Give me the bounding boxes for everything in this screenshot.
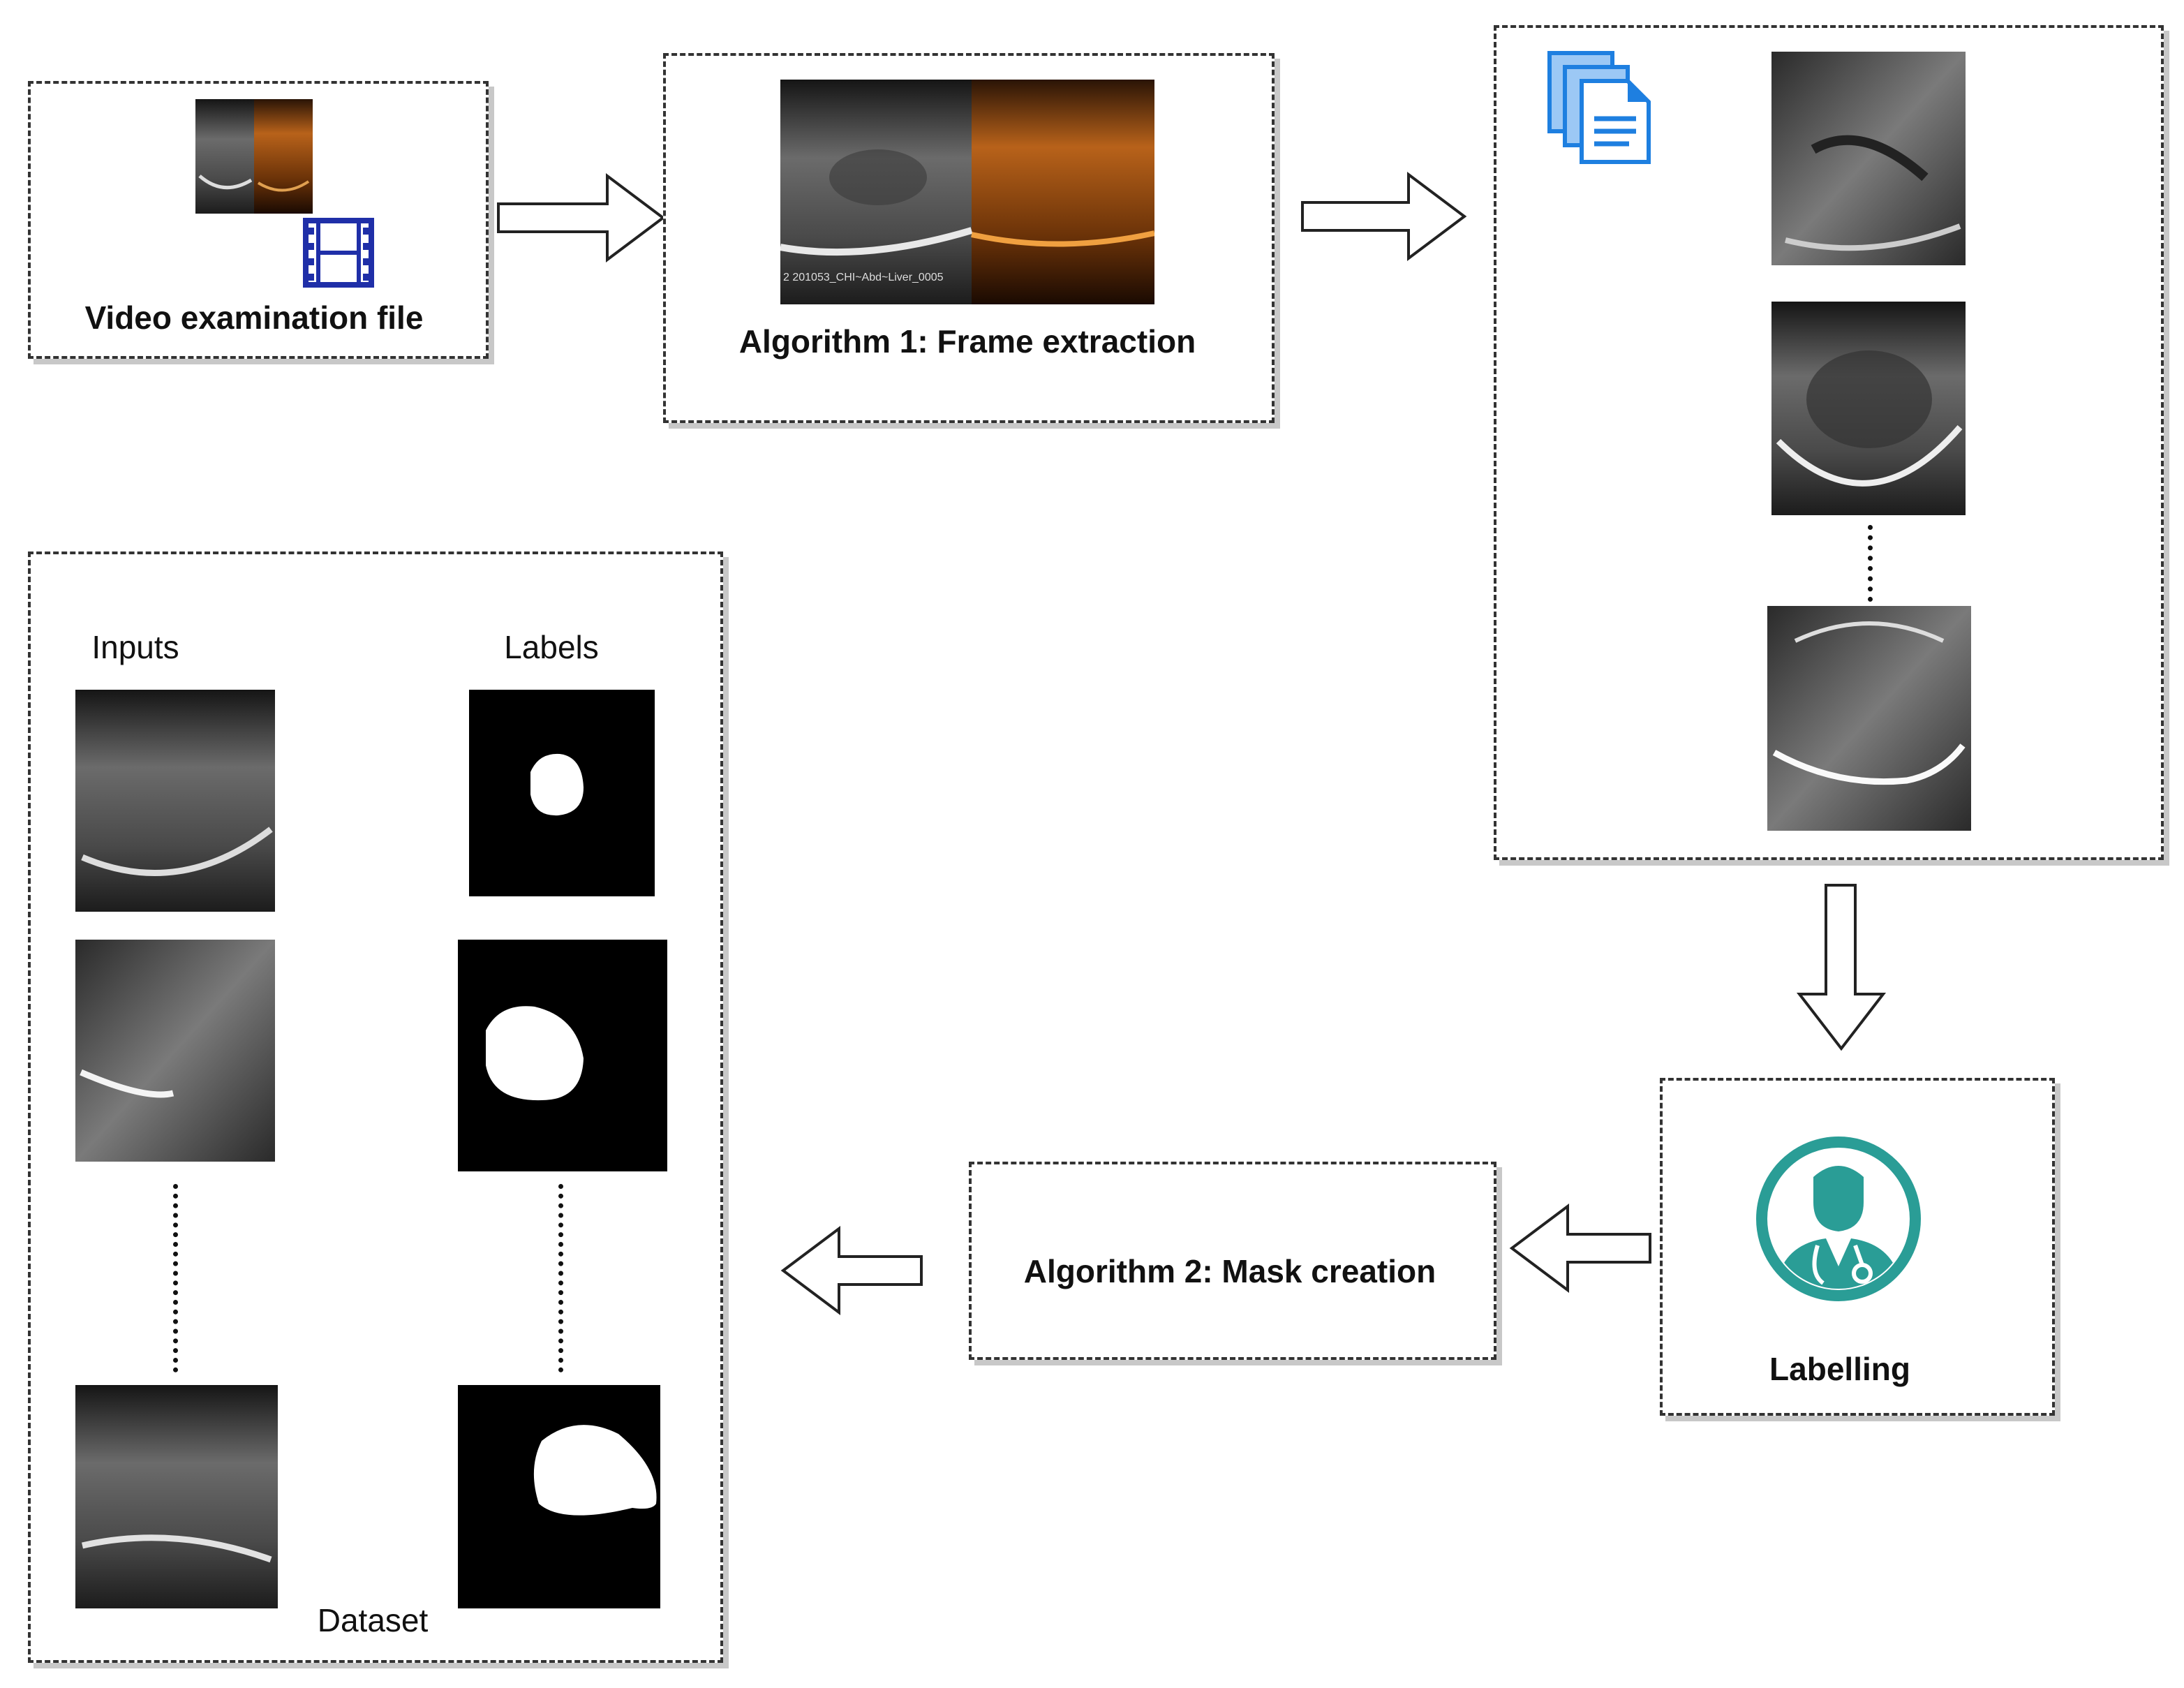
film-icon xyxy=(303,218,374,288)
dataset-caption: Dataset xyxy=(317,1602,429,1638)
extracted-frame-1 xyxy=(1771,52,1966,265)
frame-overlay-text: 2 201053_CHI~Abd~Liver_0005 xyxy=(783,272,944,283)
extracted-frame-3 xyxy=(1767,606,1971,831)
video-file-caption: Video examination file xyxy=(84,299,424,336)
arrow-left-1 xyxy=(1509,1204,1651,1293)
arrow-left-2 xyxy=(780,1226,923,1315)
arrow-right-2 xyxy=(1301,172,1467,261)
inputs-continuation-dots xyxy=(173,1184,178,1372)
frames-continuation-dots xyxy=(1868,525,1873,602)
doctor-icon xyxy=(1756,1137,1921,1301)
arrow-down xyxy=(1796,884,1887,1051)
mask-creation-box xyxy=(969,1162,1496,1360)
video-thumbnail xyxy=(195,99,313,214)
label-mask-3 xyxy=(458,1385,660,1608)
labels-continuation-dots xyxy=(558,1184,563,1372)
input-image-3 xyxy=(75,1385,278,1608)
label-mask-2 xyxy=(458,940,667,1171)
arrow-right-1 xyxy=(497,173,666,262)
extracted-frame-2 xyxy=(1771,302,1966,515)
mask-creation-caption: Algorithm 2: Mask creation xyxy=(1023,1253,1436,1289)
extraction-frame-image: 2 201053_CHI~Abd~Liver_0005 xyxy=(780,80,1154,304)
labelling-caption: Labelling xyxy=(1769,1351,1910,1387)
frame-extraction-caption: Algorithm 1: Frame extraction xyxy=(738,323,1196,360)
input-image-2 xyxy=(75,940,275,1162)
label-mask-1 xyxy=(469,690,655,896)
labels-header: Labels xyxy=(504,629,599,665)
inputs-header: Inputs xyxy=(91,629,179,665)
input-image-1 xyxy=(75,690,275,912)
documents-icon xyxy=(1547,51,1651,164)
